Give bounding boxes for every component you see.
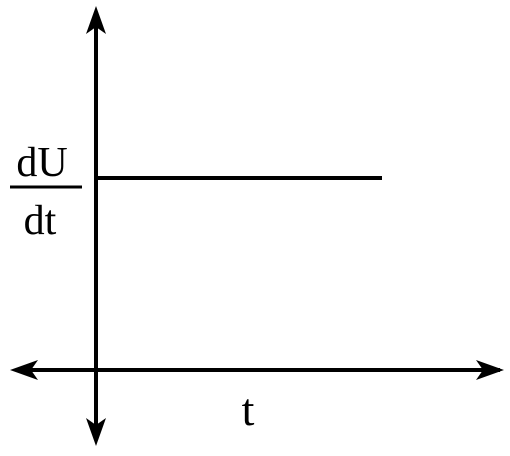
x-axis-label: t — [242, 384, 255, 435]
y-label-numerator: dU — [16, 140, 67, 186]
x-axis-left-arrow-icon — [10, 360, 38, 380]
x-axis-right-arrow-icon — [476, 360, 504, 380]
y-axis-top-arrow-icon — [86, 6, 106, 34]
y-axis-bottom-arrow-icon — [86, 418, 106, 446]
y-label-denominator: dt — [24, 198, 57, 244]
